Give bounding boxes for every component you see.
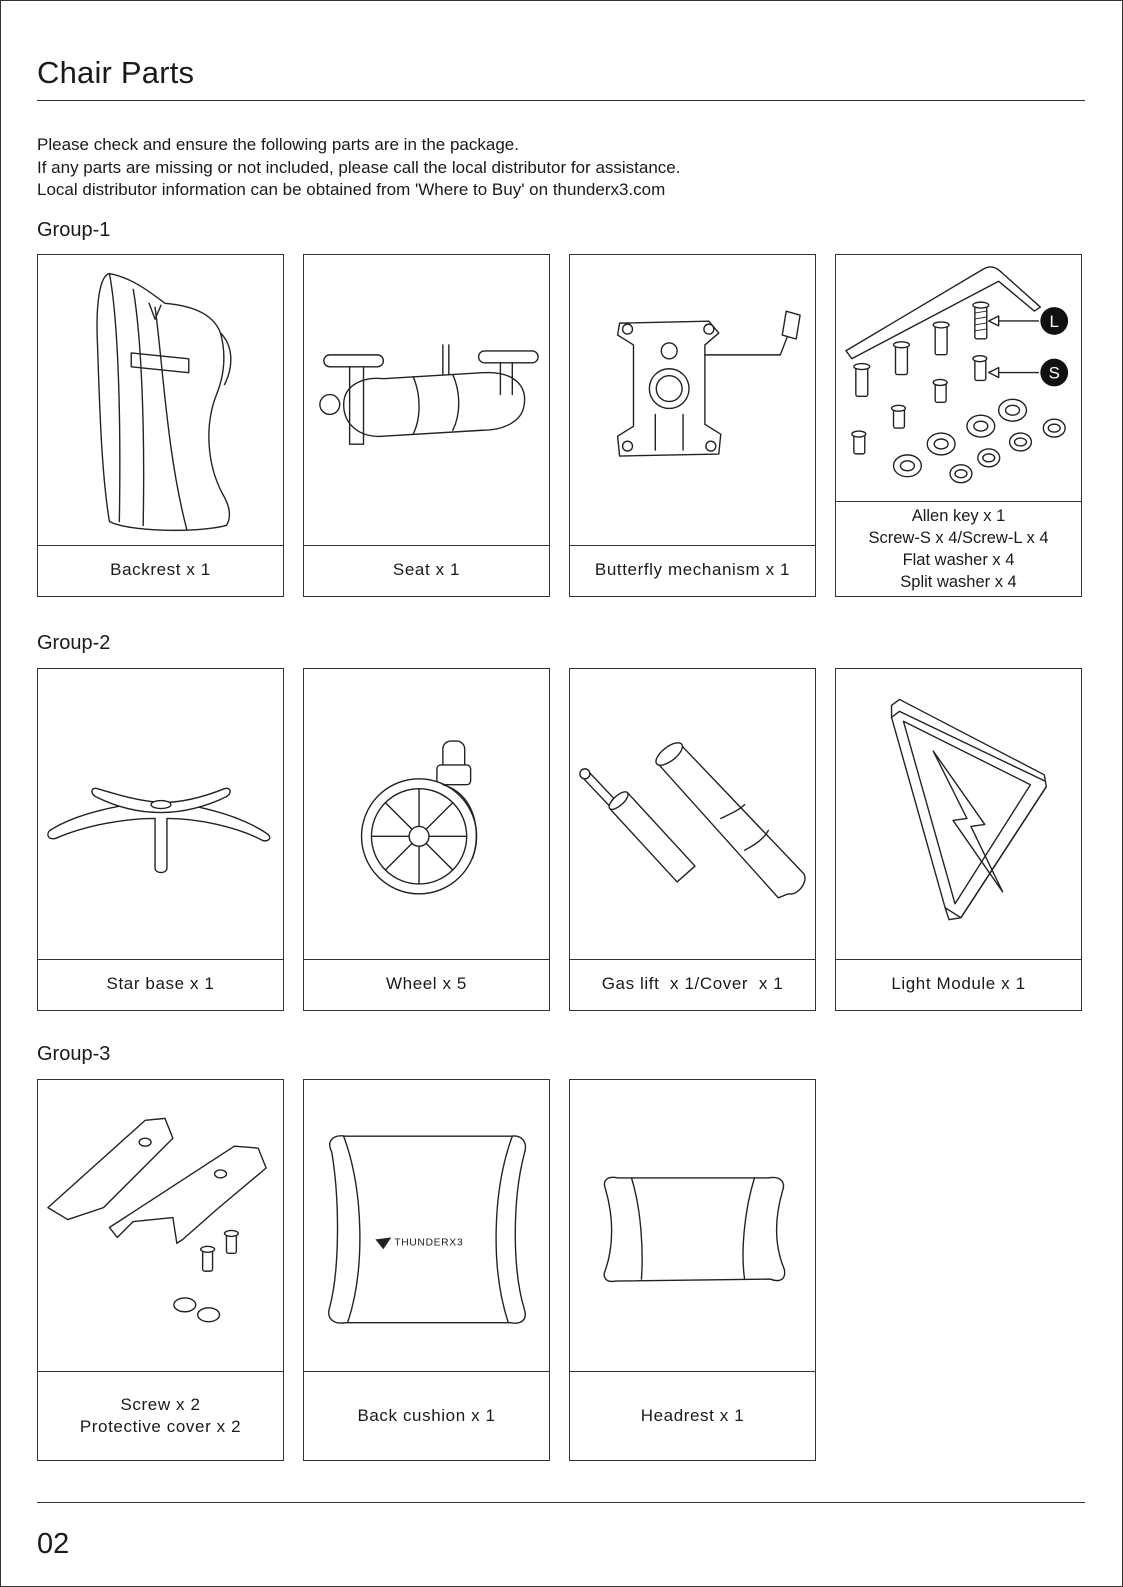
star-base-caption-line: Star base x 1 bbox=[106, 974, 215, 993]
part-card-light-module: Light Module x 1 bbox=[835, 668, 1082, 1011]
part-card-star-base: Star base x 1 bbox=[37, 668, 284, 1011]
hardware-caption: Allen key x 1 Screw-S x 4/Screw-L x 4 Fl… bbox=[836, 502, 1081, 596]
screw-icon bbox=[972, 301, 990, 340]
headrest-caption-line: Headrest x 1 bbox=[640, 1406, 745, 1425]
butterfly-mechanism-caption: Butterfly mechanism x 1 bbox=[570, 544, 815, 596]
title-divider bbox=[37, 100, 1085, 101]
seat-caption-line: Seat x 1 bbox=[392, 560, 461, 579]
thunderx3-logo-icon bbox=[375, 1237, 392, 1250]
headrest-illustration bbox=[570, 1080, 815, 1372]
part-card-headrest: Headrest x 1 bbox=[569, 1079, 816, 1461]
back-cushion-illustration: THUNDERX3 bbox=[304, 1080, 549, 1372]
gas-lift-caption: Gas lift x 1/Cover x 1 bbox=[570, 958, 815, 1010]
screw-caption: Screw x 2 bbox=[120, 1395, 201, 1414]
callout-l-label: L bbox=[1050, 312, 1059, 331]
footer-divider bbox=[37, 1502, 1085, 1503]
part-card-butterfly-mechanism: Butterfly mechanism x 1 bbox=[569, 254, 816, 597]
butterfly-mechanism-illustration bbox=[570, 255, 815, 546]
callout-s-icon bbox=[1040, 358, 1069, 387]
butterfly-mechanism-caption-line: Butterfly mechanism x 1 bbox=[594, 560, 791, 579]
star-base-caption: Star base x 1 bbox=[38, 958, 283, 1010]
part-card-gas-lift: Gas lift x 1/Cover x 1 bbox=[569, 668, 816, 1011]
wheel-caption-line: Wheel x 5 bbox=[386, 974, 467, 993]
group-2-label: Group-2 bbox=[37, 632, 111, 654]
light-module-caption-line: Light Module x 1 bbox=[891, 974, 1026, 993]
wheel-caption: Wheel x 5 bbox=[304, 958, 549, 1010]
headrest-caption: Headrest x 1 bbox=[570, 1372, 815, 1460]
intro-line-1: Please check and ensure the following pa… bbox=[37, 135, 519, 154]
back-cushion-caption-line: Back cushion x 1 bbox=[357, 1406, 496, 1425]
cushion-logo-text: THUNDERX3 bbox=[394, 1237, 463, 1248]
screw-covers-caption: Screw x 2 Protective cover x 2 bbox=[38, 1372, 283, 1460]
part-card-backrest: Backrest x 1 bbox=[37, 254, 284, 597]
page-number: 02 bbox=[37, 1528, 70, 1560]
part-card-wheel: Wheel x 5 bbox=[303, 668, 550, 1011]
seat-illustration bbox=[304, 255, 549, 546]
backrest-caption-line: Backrest x 1 bbox=[110, 560, 211, 579]
part-card-hardware: L S Allen key x 1 Screw-S x 4/Screw-L x … bbox=[835, 254, 1082, 597]
allen-key-caption: Allen key x 1 bbox=[911, 507, 1006, 525]
split-washer-caption: Split washer x 4 bbox=[900, 573, 1017, 591]
screw-covers-illustration bbox=[38, 1080, 283, 1372]
protective-cover-caption: Protective cover x 2 bbox=[79, 1417, 242, 1436]
part-card-seat: Seat x 1 bbox=[303, 254, 550, 597]
light-module-caption: Light Module x 1 bbox=[836, 958, 1081, 1010]
intro-line-2: If any parts are missing or not included… bbox=[37, 157, 681, 177]
gas-lift-caption-line: Gas lift x 1/Cover x 1 bbox=[601, 974, 784, 993]
part-card-screw-covers: Screw x 2 Protective cover x 2 bbox=[37, 1079, 284, 1461]
seat-caption: Seat x 1 bbox=[304, 544, 549, 596]
callout-s-label: S bbox=[1049, 363, 1060, 382]
intro-line-3: Local distributor information can be obt… bbox=[37, 180, 666, 199]
intro-text: Please check and ensure the following pa… bbox=[37, 134, 681, 202]
part-card-back-cushion: THUNDERX3 Back cushion x 1 bbox=[303, 1079, 550, 1461]
callout-l-icon bbox=[1040, 307, 1069, 335]
flat-washer-caption: Flat washer x 4 bbox=[902, 551, 1015, 569]
wheel-illustration bbox=[304, 669, 549, 960]
star-base-illustration bbox=[38, 669, 283, 960]
screws-caption: Screw-S x 4/Screw-L x 4 bbox=[868, 529, 1049, 547]
back-cushion-caption: Back cushion x 1 bbox=[304, 1372, 549, 1460]
backrest-caption: Backrest x 1 bbox=[38, 544, 283, 596]
hardware-illustration: L S bbox=[836, 255, 1081, 502]
light-module-illustration bbox=[836, 669, 1081, 960]
backrest-illustration bbox=[38, 255, 283, 546]
gas-lift-illustration bbox=[570, 669, 815, 960]
group-1-label: Group-1 bbox=[37, 219, 111, 241]
group-3-label: Group-3 bbox=[37, 1043, 111, 1065]
page-title: Chair Parts bbox=[37, 55, 195, 90]
